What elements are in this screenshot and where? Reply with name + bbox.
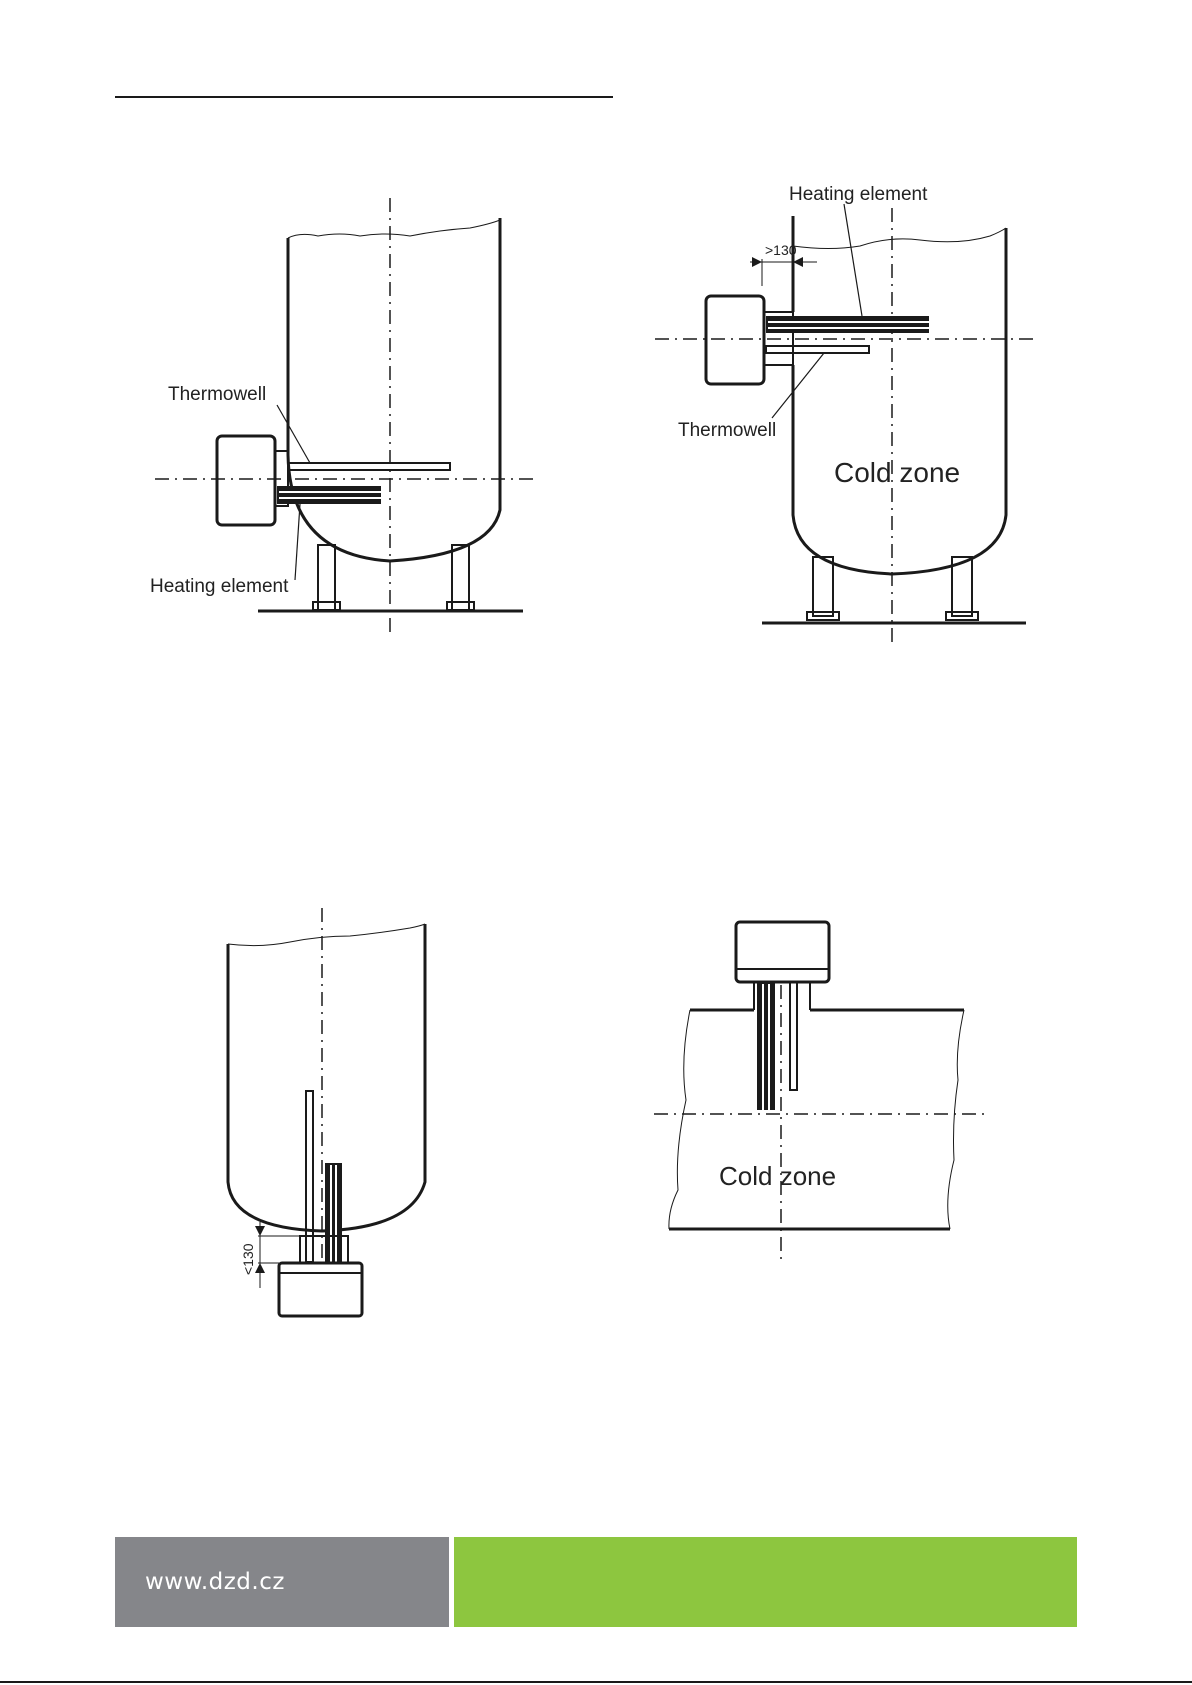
figure-top-mount: Cold zone — [654, 922, 985, 1260]
tank-liquid-break-line — [288, 220, 500, 238]
dimension-arrow-top — [255, 1226, 265, 1236]
footer-green-panel — [454, 1537, 1077, 1627]
heating-element-label: Heating element — [789, 184, 928, 205]
heating-element-rods — [325, 1163, 342, 1263]
dimension-arrow-left — [752, 257, 762, 267]
thermowell-tube — [790, 982, 797, 1090]
heating-element-leader — [844, 204, 862, 316]
terminal-head — [217, 436, 275, 525]
terminal-head — [736, 922, 829, 982]
thermowell-leader — [772, 353, 824, 418]
tank-outline — [793, 216, 1006, 574]
tank-break-left — [669, 1010, 690, 1229]
heating-element-rods — [757, 982, 775, 1110]
thermowell-tube — [288, 463, 450, 470]
tank-leg-left — [813, 557, 833, 616]
figure-bottom-mount: <130 — [228, 908, 425, 1316]
dimension-arrow-bottom — [255, 1263, 265, 1273]
tank-liquid-break-line — [228, 924, 425, 946]
dimension-label: <130 — [240, 1243, 256, 1275]
figure-side-mount-low: Thermowell Heating element — [150, 198, 535, 638]
dimension-label: >130 — [765, 242, 797, 258]
terminal-head — [706, 296, 764, 384]
thermowell-label: Thermowell — [678, 420, 776, 441]
heating-element-rods — [766, 316, 929, 333]
tank-liquid-break-line — [793, 228, 1006, 249]
cold-zone-label: Cold zone — [719, 1161, 836, 1191]
heating-element-leader — [295, 504, 300, 580]
cold-zone-label: Cold zone — [834, 457, 960, 488]
footer-website-link[interactable]: www.dzd.cz — [145, 1569, 285, 1595]
tank-outline — [288, 218, 500, 561]
thermowell-label: Thermowell — [168, 384, 266, 405]
heating-element-label: Heating element — [150, 576, 289, 597]
terminal-head — [279, 1263, 362, 1316]
thermowell-tube — [766, 346, 869, 353]
tank-break-right — [948, 1010, 964, 1229]
thermowell-leader — [277, 405, 310, 463]
bottom-rule — [0, 1681, 1192, 1683]
figure-side-mount-high: Heating element >130 Thermowell Cold zon… — [655, 184, 1037, 648]
heating-element-rods — [277, 486, 381, 504]
